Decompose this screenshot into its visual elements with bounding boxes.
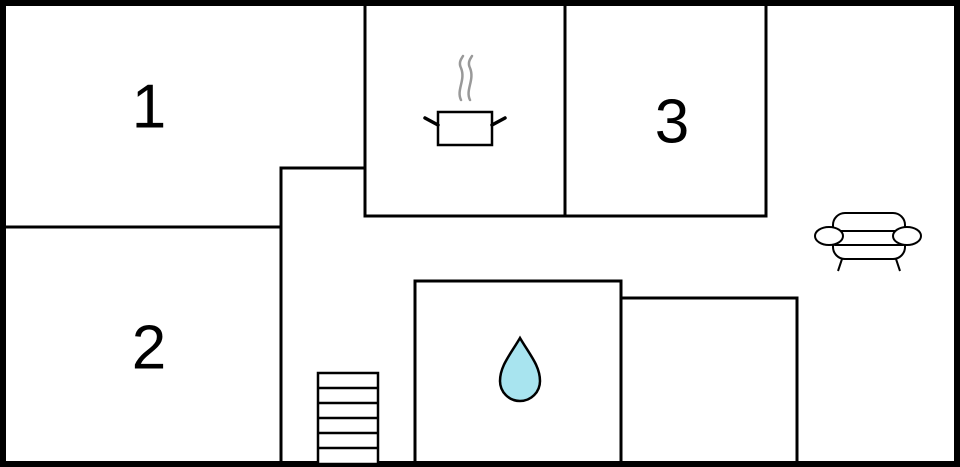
room-2-label: 2 — [132, 314, 166, 383]
cooking-pot-icon — [423, 54, 507, 147]
room-bedroom-1: 1 — [1, 73, 283, 229]
room-kitchen — [363, 1, 567, 218]
room-bathroom — [413, 279, 623, 466]
sofa-icon — [814, 212, 922, 272]
room-1-label: 1 — [132, 73, 166, 142]
room-bedroom-3: 3 — [563, 1, 768, 218]
room-bedroom-2: 2 — [132, 166, 283, 466]
room-3-label: 3 — [655, 88, 689, 157]
water-drop-icon — [498, 335, 542, 403]
staircase-icon — [316, 371, 380, 466]
room-storage — [619, 296, 799, 466]
